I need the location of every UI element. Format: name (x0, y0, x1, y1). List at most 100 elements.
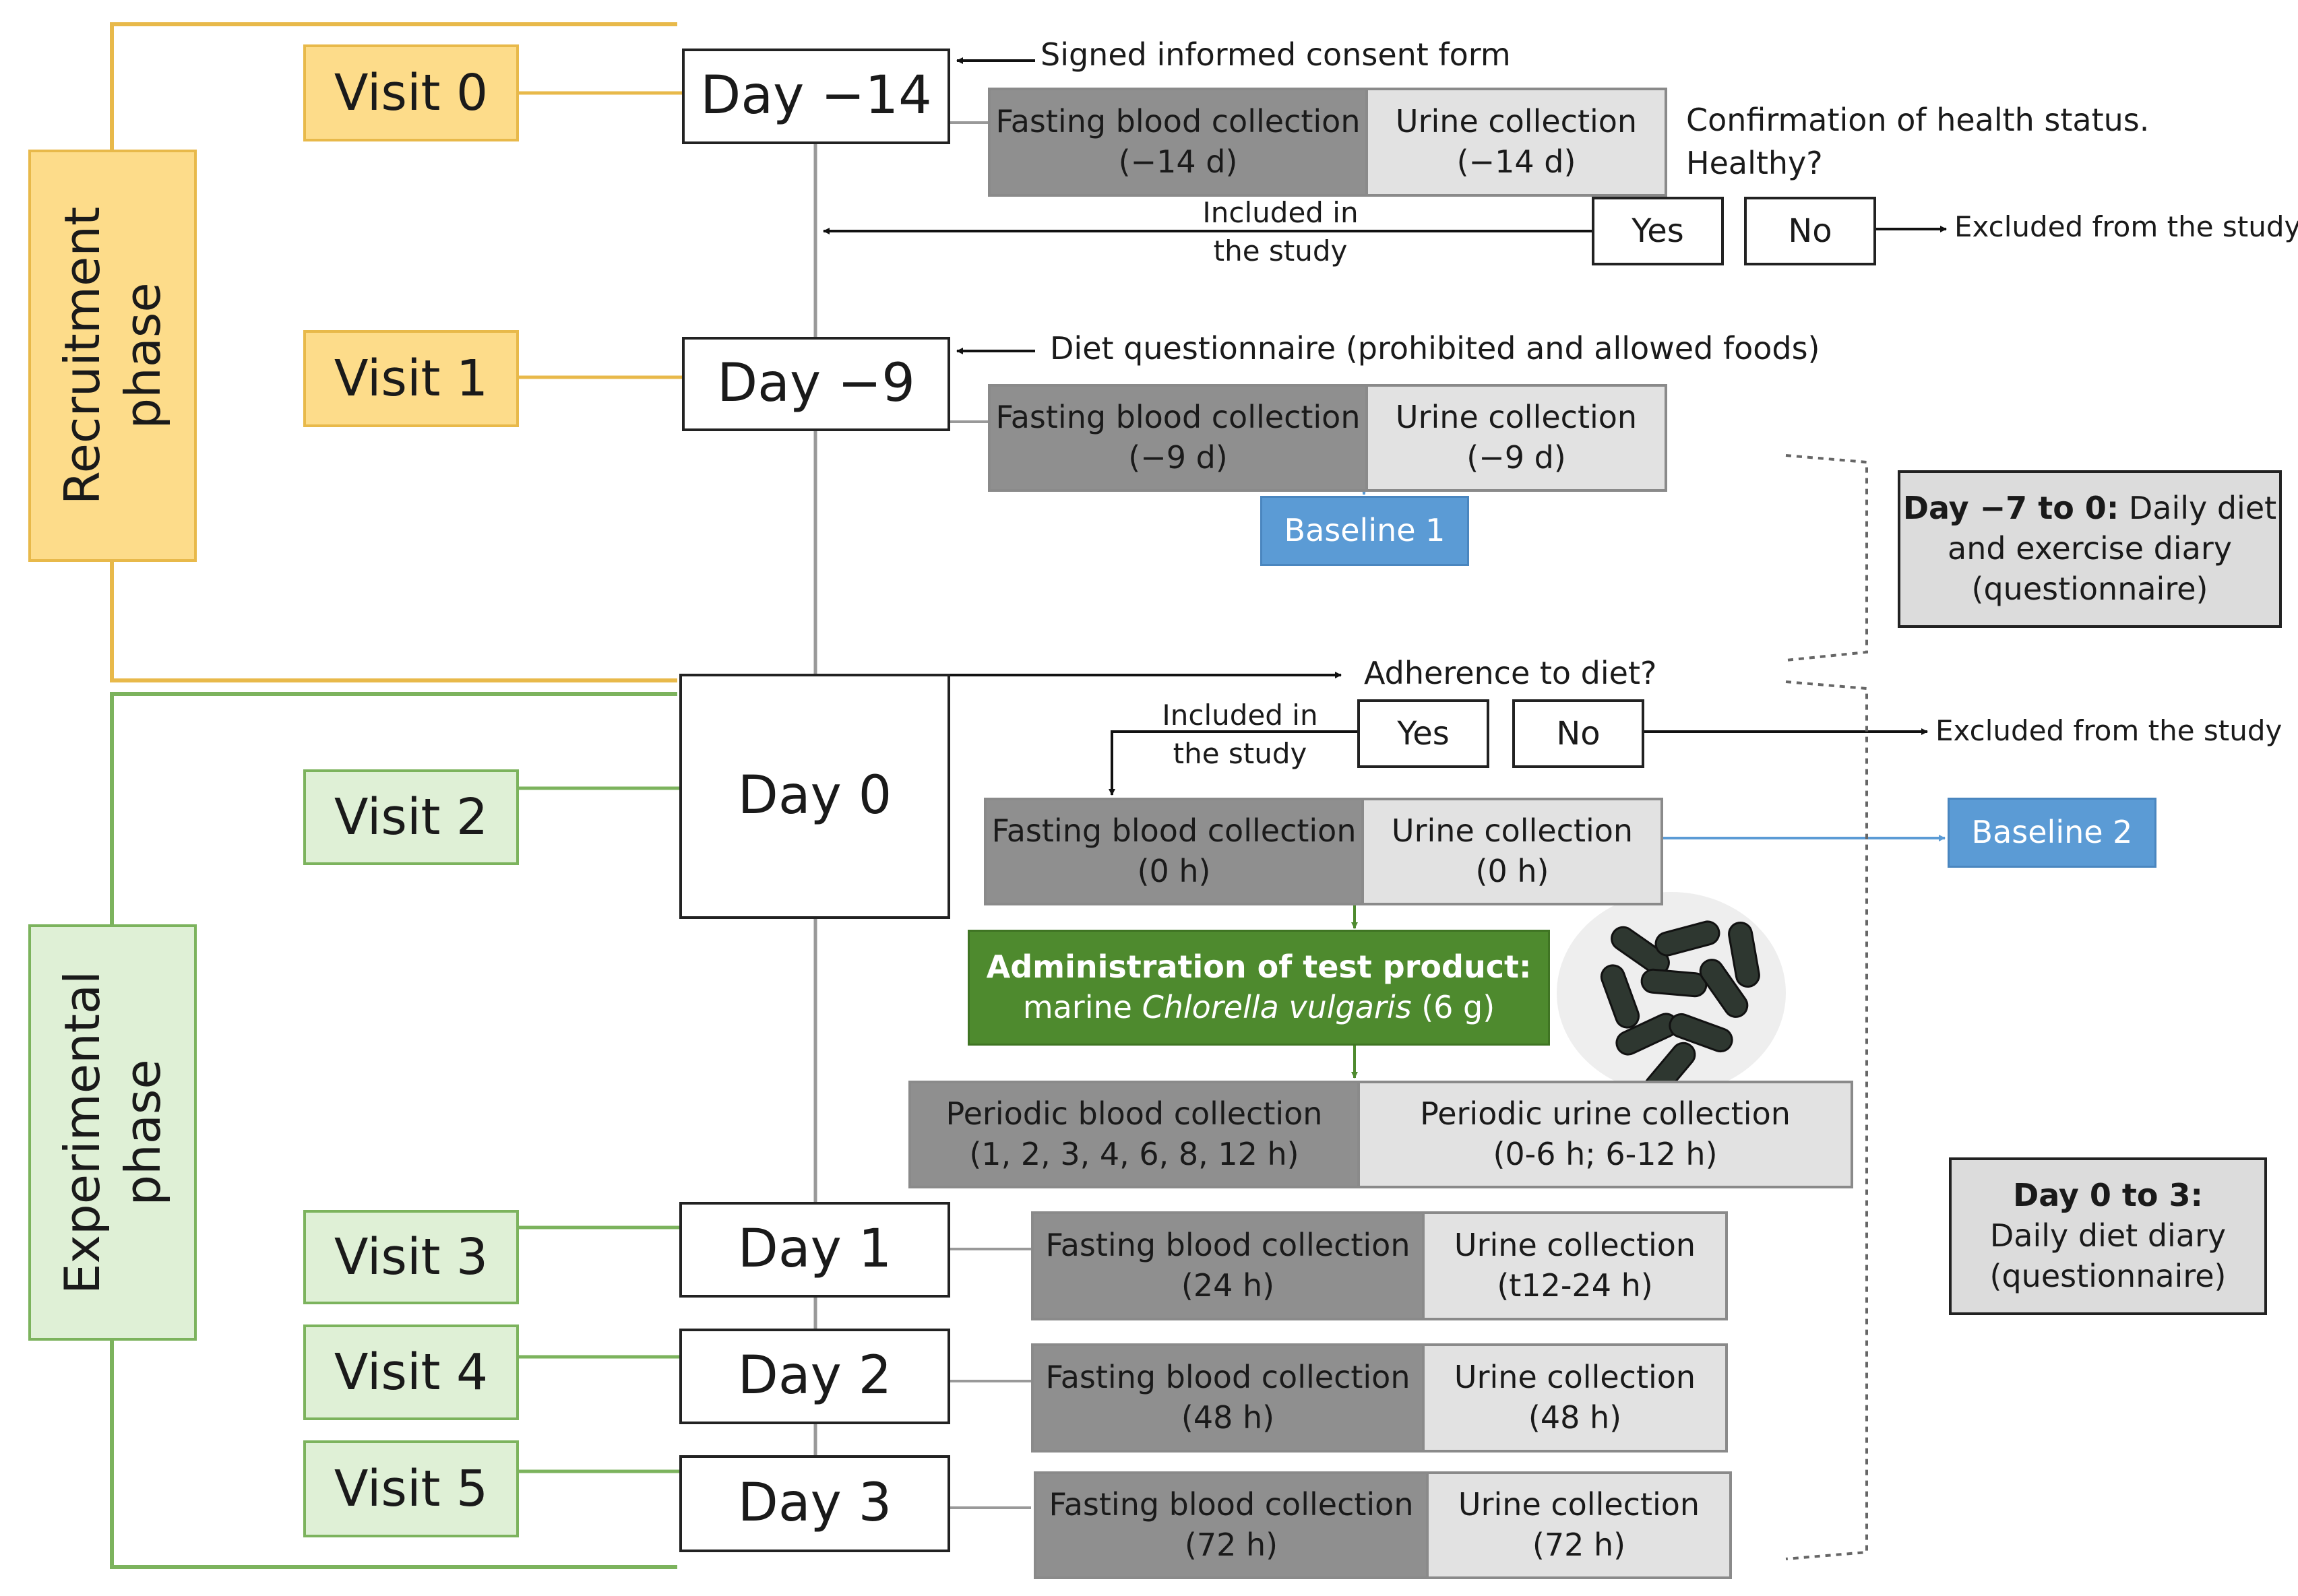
diary1-bracket (1785, 454, 1868, 662)
periodic-urine-times: (0-6 h; 6-12 h) (1493, 1136, 1718, 1172)
periodic-blood-label: Periodic blood collection (945, 1095, 1323, 1132)
fasting-blood-72h-time: (72 h) (1184, 1527, 1278, 1563)
included-label-1: Included in the study (1146, 194, 1415, 270)
fasting-blood-48h: Fasting blood collection (48 h) (1031, 1343, 1422, 1453)
included-1-line2: the study (1213, 234, 1348, 267)
day-2-box: Day 2 (679, 1329, 950, 1424)
visit-0-box: Visit 0 (303, 44, 519, 141)
urine-72h-label: Urine collection (1458, 1486, 1700, 1523)
fasting-blood-48h-time: (48 h) (1181, 1399, 1275, 1436)
included-label-2: Included in the study (1105, 697, 1375, 773)
fasting-blood-m14: Fasting blood collection (−14 d) (988, 88, 1365, 197)
recruitment-phase-line2: phase (115, 282, 172, 429)
visit-1-box: Visit 1 (303, 330, 519, 427)
urine-0h-label: Urine collection (1391, 812, 1634, 850)
fasting-blood-24h: Fasting blood collection (24 h) (1031, 1211, 1422, 1320)
fasting-blood-72h-label: Fasting blood collection (1049, 1486, 1414, 1523)
health-question-line2: Healthy? (1686, 145, 1823, 182)
urine-24h-label: Urine collection (1454, 1227, 1696, 1264)
day-3-box: Day 3 (679, 1455, 950, 1552)
test-product-description: marine Chlorella vulgaris (6 g) (1023, 988, 1495, 1028)
urine-24h-time: (t12-24 h) (1497, 1267, 1653, 1304)
health-question-line1: Confirmation of health status. (1686, 102, 2150, 138)
fasting-blood-m14-time: (−14 d) (1118, 143, 1238, 180)
test-product-title: Administration of test product: (986, 949, 1532, 986)
fasting-blood-24h-label: Fasting blood collection (1045, 1227, 1410, 1264)
periodic-blood: Periodic blood collection (1, 2, 3, 4, 6… (908, 1081, 1357, 1188)
diary-note-experimental: Day 0 to 3: Daily diet diary (questionna… (1949, 1157, 2267, 1315)
periodic-urine-label: Periodic urine collection (1420, 1095, 1791, 1132)
fasting-blood-m14-label: Fasting blood collection (995, 103, 1361, 140)
urine-m14-label: Urine collection (1395, 103, 1638, 140)
test-product-prefix: marine (1022, 989, 1142, 1025)
fasting-blood-0h: Fasting blood collection (0 h) (984, 798, 1361, 905)
experimental-phase-line2: phase (115, 1059, 172, 1206)
recruitment-phase-line1: Recruitment (54, 206, 111, 505)
excluded-label-1: Excluded from the study (1954, 210, 2298, 243)
healthy-yes-box: Yes (1592, 197, 1724, 265)
experimental-bracket-top (110, 692, 677, 924)
fasting-blood-m9: Fasting blood collection (−9 d) (988, 384, 1365, 492)
health-status-question: Confirmation of health status. Healthy? (1686, 98, 2149, 185)
day-minus9-box: Day −9 (682, 337, 950, 431)
urine-0h-time: (0 h) (1475, 853, 1549, 889)
experimental-bracket-bottom (110, 1341, 677, 1569)
capsules-image (1557, 892, 1786, 1099)
fasting-blood-0h-time: (0 h) (1137, 853, 1211, 889)
diary-note-recruitment-rest1: Daily diet (2119, 490, 2277, 527)
fasting-blood-m9-time: (−9 d) (1128, 439, 1228, 476)
urine-m9-label: Urine collection (1395, 399, 1638, 436)
adherence-no-box: No (1512, 699, 1644, 768)
diary-note-recruitment-line2: and exercise diary (1948, 530, 2232, 567)
diary-note-recruitment-bold: Day −7 to 0: (1902, 490, 2119, 527)
test-product-name: Chlorella vulgaris (1142, 989, 1412, 1025)
fasting-blood-24h-time: (24 h) (1181, 1267, 1275, 1304)
recruitment-bracket-top (110, 22, 677, 150)
included-2-line2: the study (1173, 736, 1307, 770)
diary2-bracket (1785, 680, 1868, 1560)
day-minus14-box: Day −14 (682, 49, 950, 144)
urine-72h-time: (72 h) (1532, 1527, 1626, 1563)
urine-m14-time: (−14 d) (1456, 143, 1576, 180)
urine-m9-time: (−9 d) (1466, 439, 1566, 476)
recruitment-phase-label: Recruitment phase (28, 150, 197, 562)
included-2-line1: Included in (1162, 699, 1318, 732)
included-arrow-2 (1109, 730, 1357, 796)
periodic-urine: Periodic urine collection (0-6 h; 6-12 h… (1357, 1081, 1853, 1188)
diary-note-recruitment-line3: (questionnaire) (1971, 570, 2208, 607)
excluded-label-2: Excluded from the study (1935, 714, 2283, 747)
recruitment-bracket-bottom (110, 562, 677, 682)
diary-note-recruitment-line1: Day −7 to 0: Daily diet (1903, 488, 2276, 529)
visit-2-box: Visit 2 (303, 769, 519, 865)
consent-label: Signed informed consent form (1041, 36, 1511, 73)
urine-48h-time: (48 h) (1528, 1399, 1622, 1436)
periodic-blood-times: (1, 2, 3, 4, 6, 8, 12 h) (969, 1136, 1299, 1172)
urine-m9: Urine collection (−9 d) (1365, 384, 1667, 492)
baseline-2-box: Baseline 2 (1948, 798, 2156, 868)
urine-m14: Urine collection (−14 d) (1365, 88, 1667, 197)
visit-3-box: Visit 3 (303, 1210, 519, 1304)
included-1-line1: Included in (1202, 196, 1359, 229)
diary-note-experimental-line1: Day 0 to 3: (2013, 1177, 2203, 1214)
urine-48h: Urine collection (48 h) (1422, 1343, 1728, 1453)
visit-4-box: Visit 4 (303, 1324, 519, 1420)
diary-note-recruitment: Day −7 to 0: Daily diet and exercise dia… (1898, 470, 2282, 628)
visit-5-box: Visit 5 (303, 1440, 519, 1537)
test-product-dose: (6 g) (1411, 989, 1495, 1025)
fasting-blood-m9-label: Fasting blood collection (995, 399, 1361, 436)
test-product-box: Administration of test product: marine C… (968, 930, 1550, 1046)
day-1-box: Day 1 (679, 1202, 950, 1298)
diary-note-experimental-line2: Daily diet diary (1989, 1217, 2227, 1254)
diet-questionnaire-label: Diet questionnaire (prohibited and allow… (1050, 330, 1820, 366)
diary-note-experimental-line3: (questionnaire) (1989, 1257, 2227, 1294)
healthy-no-box: No (1744, 197, 1876, 265)
fasting-blood-72h: Fasting blood collection (72 h) (1034, 1471, 1426, 1579)
urine-0h: Urine collection (0 h) (1361, 798, 1663, 905)
fasting-blood-0h-label: Fasting blood collection (991, 812, 1357, 850)
adherence-question: Adherence to diet? (1364, 655, 1657, 691)
day-0-box: Day 0 (679, 674, 950, 919)
baseline-1-box: Baseline 1 (1260, 496, 1469, 566)
adherence-yes-box: Yes (1357, 699, 1489, 768)
urine-24h: Urine collection (t12-24 h) (1422, 1211, 1728, 1320)
fasting-blood-48h-label: Fasting blood collection (1045, 1359, 1410, 1396)
